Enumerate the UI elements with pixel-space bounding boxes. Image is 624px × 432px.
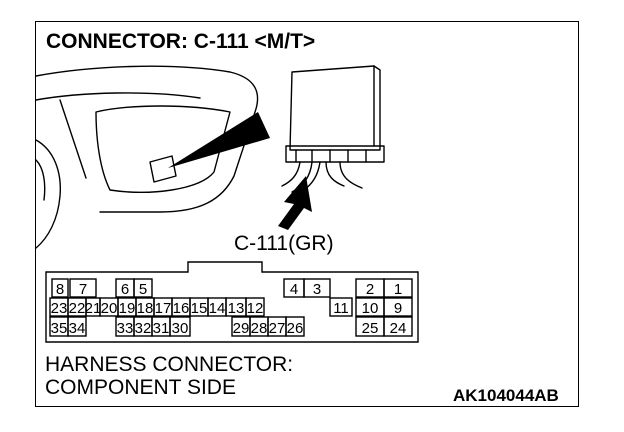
diagram-frame [35,21,579,407]
pin-label: 2 [366,281,374,298]
pin-cell [383,278,413,298]
pin-label: 3 [313,281,321,298]
pin-cell [245,297,265,317]
pointer-arrow [278,176,312,230]
pin-label: 16 [173,300,190,317]
pin-label: 10 [362,300,379,317]
pin-cell [329,297,353,317]
pin-label: 18 [137,300,154,317]
pin-label: 12 [247,300,264,317]
pin-label: 33 [117,320,134,337]
pin-label: 14 [209,300,226,317]
drawing-code: AK104044AB [453,386,559,405]
pin-cell [67,316,87,337]
pin-label: 25 [362,320,379,337]
pin-label: 17 [155,300,172,317]
harness-connector-label: HARNESS CONNECTOR: [45,353,294,376]
pin-label: 1 [394,281,402,298]
pin-cell [383,316,413,337]
pin-label: 19 [119,300,136,317]
pin-cell [51,278,69,298]
connector-outline [45,261,419,343]
pin-label: 34 [69,320,86,337]
pin-label: 13 [228,300,245,317]
dashboard-outline [35,65,259,213]
pin-cell [285,316,305,337]
pin-label: 4 [290,281,298,298]
pin-label: 9 [394,300,402,317]
pin-label: 29 [233,320,250,337]
ecu-box [289,65,381,151]
pin-label: 32 [135,320,152,337]
pin-label: 35 [51,320,68,337]
pin-label: 27 [269,320,286,337]
pin-label: 23 [51,300,68,317]
pin-label: 24 [390,320,407,337]
pin-label: 28 [251,320,268,337]
pin-label: 22 [69,300,86,317]
pin-label: 31 [153,320,170,337]
pin-label: 7 [79,281,87,298]
pin-label: 11 [333,300,349,317]
dash-connector [149,155,177,183]
connector-callout-label: C-111(GR) [234,232,334,255]
pin-cell [303,278,331,298]
connector-title: CONNECTOR: C-111 <M/T> [46,30,316,53]
pin-label: 6 [121,281,129,298]
glove-box [95,105,231,193]
pin-label: 5 [139,281,147,298]
pin-label: 30 [172,320,189,337]
leader-wedge [168,112,270,168]
pin-label: 26 [287,320,304,337]
pin-cell [383,297,413,317]
steering-wheel [35,139,61,249]
pin-label: 15 [191,300,208,317]
pin-label: 8 [56,281,64,298]
pin-label: 21 [85,300,102,317]
pin-label: 20 [101,300,118,317]
pin-cell [69,278,97,298]
pin-cell [133,278,153,298]
component-side-label: COMPONENT SIDE [45,376,236,399]
ecu-connector [285,145,385,163]
pin-cell [169,316,191,337]
